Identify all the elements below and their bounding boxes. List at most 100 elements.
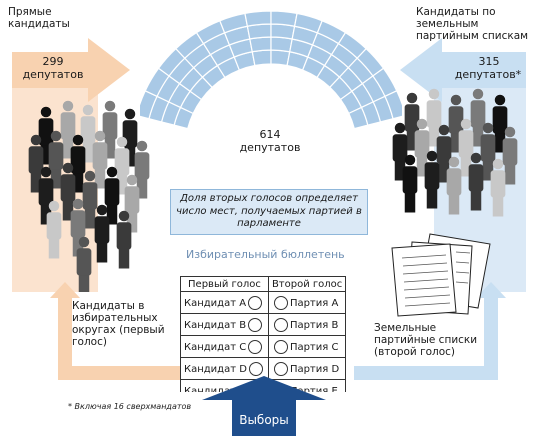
- party-name: Партия C: [289, 341, 339, 353]
- second-vote-callout: Доля вторых голосов определяет число мес…: [170, 189, 368, 235]
- person-icon: [394, 122, 406, 134]
- person-icon: [504, 126, 516, 138]
- first-vote-loop-bottom: [58, 366, 180, 380]
- first-vote-loop-arrowhead: [50, 282, 80, 298]
- second-vote-loop-arrowhead: [476, 282, 506, 298]
- vote-circle-icon[interactable]: [248, 339, 263, 354]
- person-icon: [492, 158, 504, 170]
- person-icon: [124, 108, 136, 120]
- person-icon: [482, 122, 494, 134]
- person-icon: [416, 118, 428, 130]
- person-icon: [470, 152, 482, 164]
- person-icon: [82, 104, 94, 116]
- ballot-table: Первый голос Второй голос Кандидат А Парт…: [180, 276, 347, 392]
- party-name: Партия А: [289, 297, 339, 309]
- elections-arrow: [232, 398, 296, 436]
- person-icon: [426, 150, 438, 162]
- candidate-name: Кандидат C: [184, 341, 247, 353]
- seat-block: [246, 23, 272, 40]
- first-vote-loop-vertical: [58, 296, 72, 376]
- person-icon: [40, 106, 52, 118]
- person-icon: [78, 236, 90, 248]
- seat-block: [270, 23, 296, 40]
- first-vote-label: Кандидаты в избирательных округах (первы…: [72, 300, 165, 348]
- person-icon: [428, 88, 440, 100]
- vote-circle-icon[interactable]: [273, 317, 288, 332]
- parliament-count-unit: депутатов: [239, 141, 301, 154]
- ballot: Первый голос Второй голос Кандидат А Парт…: [176, 274, 358, 392]
- ballot-col2-header: Второй голос: [267, 276, 347, 292]
- candidate-name: Кандидат B: [184, 319, 247, 331]
- list-candidates-crowd-icon: [392, 88, 518, 217]
- seat-block: [251, 49, 272, 67]
- ballot-row: Кандидат C Партия C: [180, 335, 347, 358]
- direct-flow-arrowhead: [88, 38, 130, 102]
- ballot-row: Кандидат А Партия А: [180, 291, 347, 314]
- candidate-name: Кандидат D: [184, 363, 247, 375]
- person-icon: [84, 170, 96, 182]
- direct-flow-arrow: [12, 52, 88, 88]
- ballot-row: Кандидат B Партия B: [180, 313, 347, 336]
- party-name: Партия D: [289, 363, 340, 375]
- person-icon: [106, 166, 118, 178]
- seat-block: [249, 36, 272, 53]
- person-icon: [448, 156, 460, 168]
- person-icon: [104, 100, 116, 112]
- vote-circle-icon[interactable]: [273, 295, 288, 310]
- person-icon: [72, 134, 84, 146]
- ballot-candidate-cell[interactable]: Кандидат C: [180, 335, 269, 358]
- second-vote-loop-bottom: [354, 366, 498, 380]
- person-icon: [406, 92, 418, 104]
- seat-block: [270, 36, 293, 53]
- ballot-candidate-cell[interactable]: Кандидат B: [180, 313, 269, 336]
- vote-circle-icon[interactable]: [248, 295, 263, 310]
- person-icon: [126, 174, 138, 186]
- second-vote-loop-vertical: [484, 296, 498, 380]
- vote-circle-icon[interactable]: [273, 339, 288, 354]
- elections-arrowhead: [202, 376, 326, 400]
- list-flow-arrow: [442, 52, 526, 88]
- person-icon: [72, 198, 84, 210]
- person-icon: [438, 124, 450, 136]
- vote-circle-icon[interactable]: [248, 361, 263, 376]
- list-count: 315: [478, 55, 500, 68]
- seat-block: [270, 49, 291, 67]
- seat-block: [384, 90, 402, 120]
- person-icon: [30, 134, 42, 146]
- vote-circle-icon[interactable]: [248, 317, 263, 332]
- list-candidates-heading: Кандидаты по земельным партийным спискам: [416, 6, 529, 42]
- person-icon: [116, 136, 128, 148]
- ballot-party-cell[interactable]: Партия C: [267, 335, 347, 358]
- party-name: Партия B: [289, 319, 339, 331]
- footnote: * Включая 16 сверхмандатов: [68, 402, 192, 411]
- person-icon: [450, 94, 462, 106]
- ballot-party-cell[interactable]: Партия B: [267, 313, 347, 336]
- person-icon: [494, 94, 506, 106]
- person-icon: [62, 162, 74, 174]
- ballot-candidate-cell[interactable]: Кандидат А: [180, 291, 269, 314]
- person-icon: [94, 130, 106, 142]
- person-icon: [40, 166, 52, 178]
- direct-candidates-crowd-icon: [28, 100, 150, 292]
- elections-label: Выборы: [239, 413, 289, 427]
- seat-block: [244, 10, 272, 27]
- ballot-col1-header: Первый голос: [180, 276, 269, 292]
- vote-circle-icon[interactable]: [273, 361, 288, 376]
- person-icon: [118, 210, 130, 222]
- person-icon: [136, 140, 148, 152]
- person-icon: [472, 88, 484, 100]
- parliament-count: 614: [259, 128, 281, 141]
- seat-block: [270, 10, 298, 27]
- direct-candidates-heading: Прямые кандидаты: [8, 6, 70, 30]
- parliament-hemicycle-icon: [140, 10, 402, 130]
- ballot-party-cell[interactable]: Партия А: [267, 291, 347, 314]
- second-vote-label: Земельные партийные списки (второй голос…: [374, 322, 478, 358]
- person-icon: [48, 200, 60, 212]
- person-icon: [50, 130, 62, 142]
- person-icon: [96, 204, 108, 216]
- ballot-title: Избирательный бюллетень: [186, 248, 345, 261]
- list-count-unit: депутатов*: [454, 68, 522, 81]
- candidate-name: Кандидат А: [184, 297, 247, 309]
- person-icon: [62, 100, 74, 112]
- person-icon: [460, 118, 472, 130]
